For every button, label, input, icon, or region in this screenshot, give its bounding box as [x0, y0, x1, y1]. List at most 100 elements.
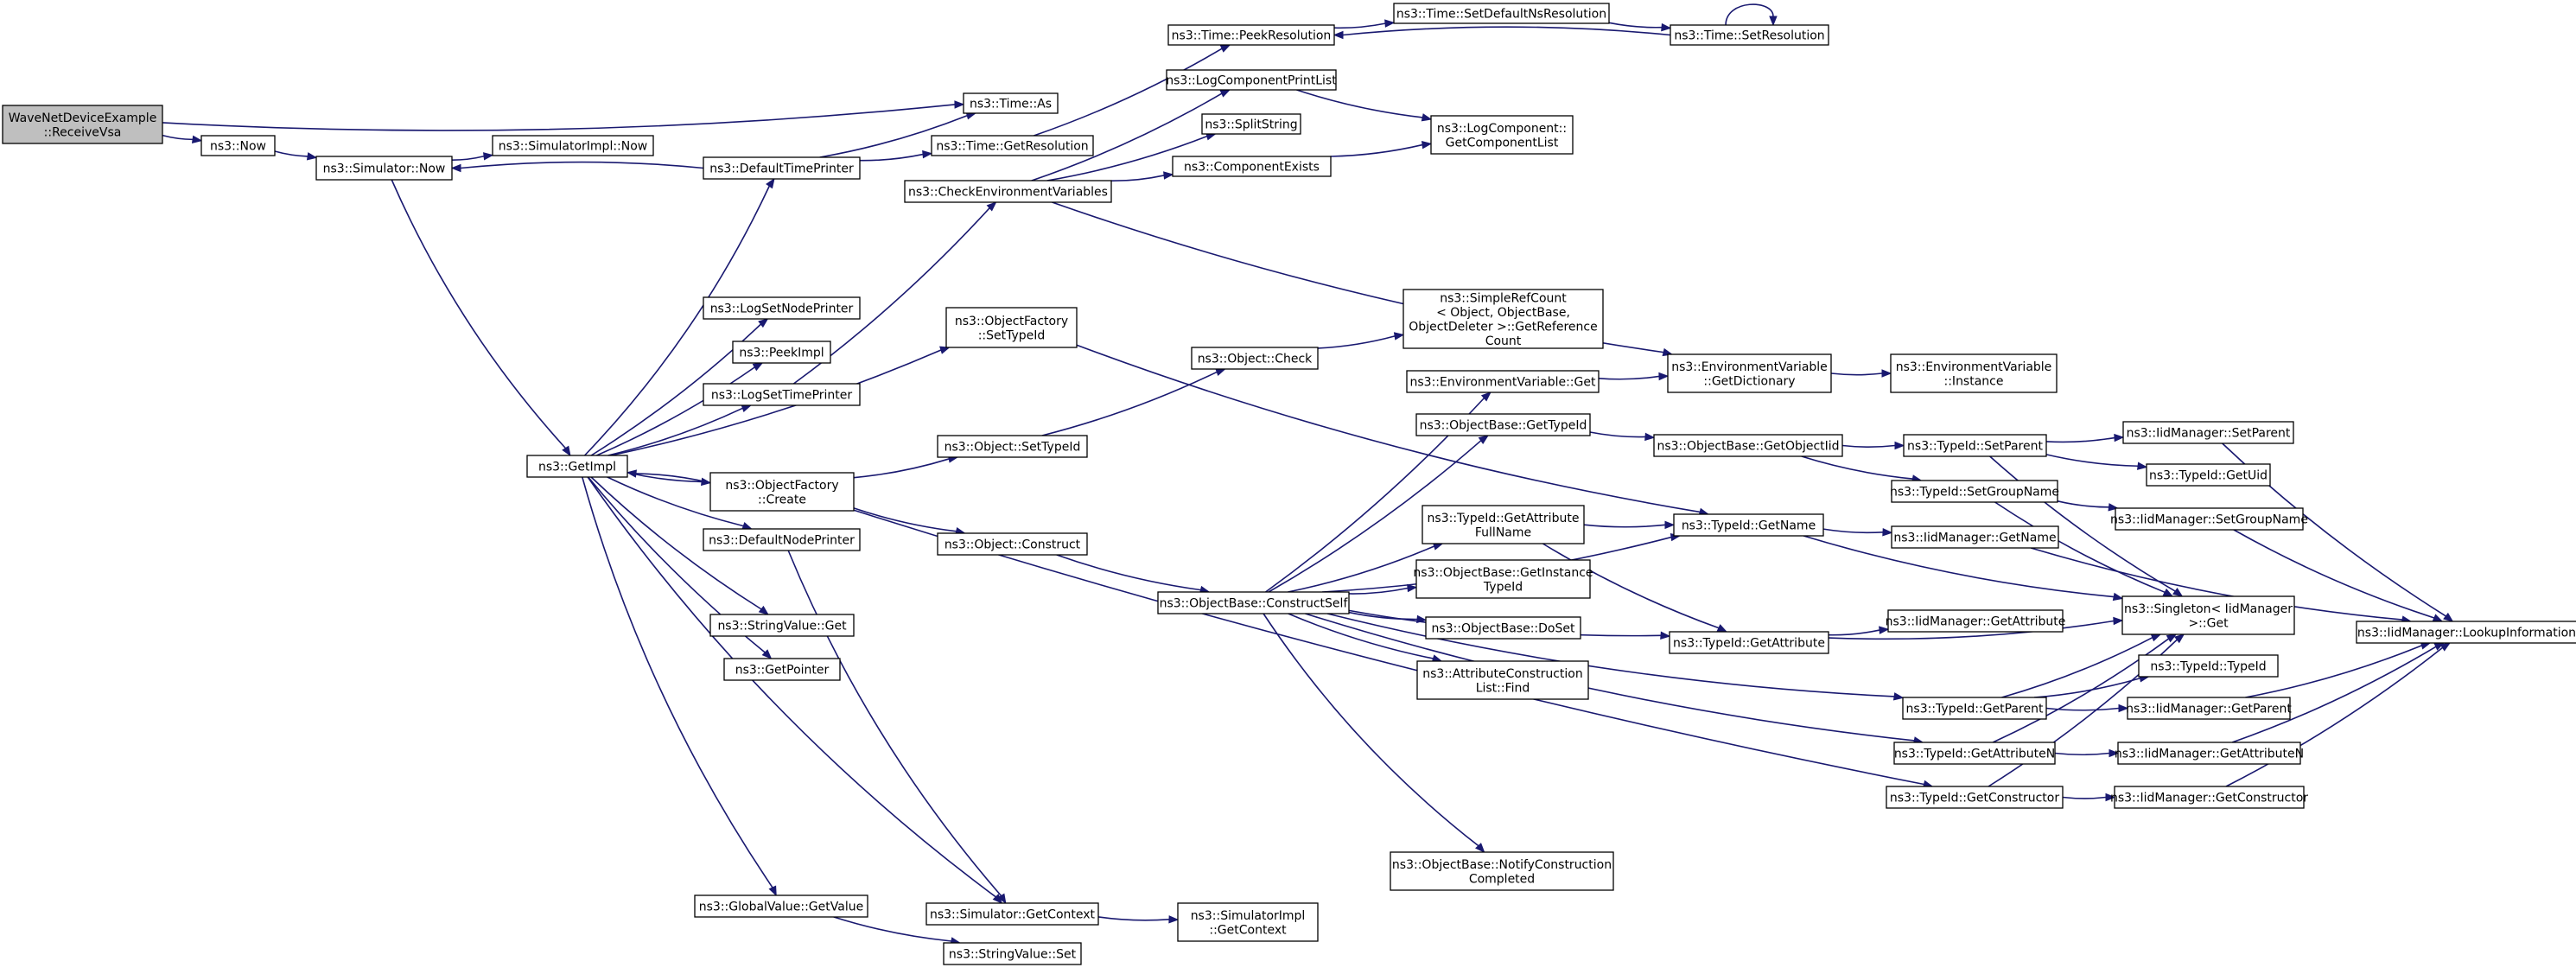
- node-label-line: ns3::Object::Check: [1198, 353, 1313, 366]
- node-label-line: ns3::SimulatorImpl: [1191, 909, 1306, 923]
- node-getres[interactable]: ns3::Time::GetResolution: [931, 135, 1094, 156]
- node-tidsetgroup[interactable]: ns3::TypeId::SetGroupName: [1890, 480, 2059, 503]
- node-defprinter[interactable]: ns3::DefaultTimePrinter: [703, 156, 861, 180]
- node-logsettime[interactable]: ns3::LogSetTimePrinter: [703, 383, 861, 406]
- node-strget[interactable]: ns3::StringValue::Get: [709, 614, 855, 637]
- node-compexists[interactable]: ns3::ComponentExists: [1172, 156, 1332, 177]
- node-timeas[interactable]: ns3::Time::As: [963, 92, 1059, 114]
- node-objsettype[interactable]: ns3::Object::SetTypeId: [937, 435, 1088, 458]
- node-box: [2138, 654, 2279, 678]
- node-peekres[interactable]: ns3::Time::PeekResolution: [1167, 24, 1335, 46]
- node-iidgetparent[interactable]: ns3::IidManager::GetParent: [2126, 697, 2292, 720]
- node-label-line: ns3::TypeId::GetAttribute: [1673, 637, 1825, 651]
- edge-getimpl-to-globalget: [582, 476, 777, 897]
- node-box: [1415, 559, 1591, 599]
- node-tidsetparent[interactable]: ns3::TypeId::SetParent: [1903, 434, 2047, 457]
- node-obgettype[interactable]: ns3::ObjectBase::GetTypeId: [1415, 413, 1591, 436]
- node-tidgetname[interactable]: ns3::TypeId::GetName: [1673, 513, 1824, 537]
- node-tidtypeid[interactable]: ns3::TypeId::TypeId: [2138, 654, 2279, 678]
- node-simnow[interactable]: ns3::Simulator::Now: [315, 156, 453, 181]
- node-objfaccreate[interactable]: ns3::ObjectFactory::Create: [709, 472, 855, 512]
- node-label-line: ns3::GetPointer: [735, 664, 830, 678]
- node-box: [1166, 69, 1337, 91]
- node-objconstruct[interactable]: ns3::Object::Construct: [937, 532, 1088, 556]
- node-tidgetctor[interactable]: ns3::TypeId::GetConstructor: [1886, 786, 2064, 809]
- node-label-line: ns3::TypeId::SetGroupName: [1890, 486, 2059, 500]
- node-iidgetname[interactable]: ns3::IidManager::GetName: [1891, 525, 2059, 549]
- node-strset[interactable]: ns3::StringValue::Set: [943, 942, 1082, 965]
- node-getimpl[interactable]: ns3::GetImpl: [526, 455, 628, 478]
- node-tidgetattr[interactable]: ns3::TypeId::GetAttribute: [1669, 631, 1829, 654]
- node-tidgetuid[interactable]: ns3::TypeId::GetUid: [2146, 463, 2271, 487]
- node-label-line: ns3::PeekImpl: [739, 347, 824, 360]
- node-box: [2115, 507, 2304, 531]
- node-logprintlist[interactable]: ns3::LogComponentPrintList: [1166, 69, 1337, 91]
- node-label-line: ns3::LogComponentPrintList: [1166, 74, 1337, 88]
- edge-objfaccreate-to-objsettype: [853, 455, 959, 479]
- node-setres[interactable]: ns3::Time::SetResolution: [1670, 24, 1829, 46]
- node-label-line: ::GetDictionary: [1703, 374, 1795, 388]
- node-box: [1653, 434, 1843, 457]
- node-iidsetgroup[interactable]: ns3::IidManager::SetGroupName: [2110, 507, 2308, 531]
- edge-envget-to-envdict: [1598, 372, 1670, 381]
- node-label-line: ns3::SimulatorImpl::Now: [499, 140, 648, 154]
- edge-defprinter-to-getres: [859, 150, 933, 162]
- edge-getimpl-to-peekimpl: [596, 362, 764, 456]
- node-iidgetattrn[interactable]: ns3::IidManager::GetAttributeN: [2115, 742, 2304, 765]
- node-obdoset[interactable]: ns3::ObjectBase::DoSet: [1425, 616, 1581, 640]
- edge-tidsetgroup-to-iidsetgroup: [2057, 500, 2119, 512]
- node-singleton[interactable]: ns3::Singleton< IidManager>::Get: [2121, 595, 2295, 635]
- node-simimplnow[interactable]: ns3::SimulatorImpl::Now: [492, 135, 654, 156]
- node-simgetctx[interactable]: ns3::Simulator::GetContext: [925, 902, 1099, 926]
- edge-simnow-to-simimplnow: [451, 152, 494, 161]
- node-envget[interactable]: ns3::EnvironmentVariable::Get: [1406, 370, 1600, 393]
- node-label-line: FullName: [1475, 525, 1531, 539]
- node-lookup[interactable]: ns3::IidManager::LookupInformation: [2356, 621, 2576, 644]
- node-setdefns[interactable]: ns3::Time::SetDefaultNsResolution: [1393, 3, 1610, 24]
- node-simplerefcount[interactable]: ns3::SimpleRefCount< Object, ObjectBase,…: [1402, 289, 1604, 349]
- node-tidgetparent[interactable]: ns3::TypeId::GetParent: [1902, 697, 2047, 720]
- node-envinst[interactable]: ns3::EnvironmentVariable::Instance: [1890, 353, 2058, 393]
- node-logsetnode[interactable]: ns3::LogSetNodePrinter: [703, 296, 861, 320]
- node-obconstructself[interactable]: ns3::ObjectBase::ConstructSelf: [1157, 591, 1350, 614]
- node-iidgetctor[interactable]: ns3::IidManager::GetConstructor: [2110, 786, 2308, 809]
- node-implgetctx[interactable]: ns3::SimulatorImpl::GetContext: [1177, 902, 1319, 942]
- node-notify[interactable]: ns3::ObjectBase::NotifyConstructionCompl…: [1390, 851, 1614, 891]
- node-checkenv[interactable]: ns3::CheckEnvironmentVariables: [904, 180, 1112, 203]
- edge-obconstructself-to-tidgetparent: [1326, 613, 1905, 701]
- edge-simgetctx-to-implgetctx: [1097, 915, 1180, 924]
- node-label-line: WaveNetDeviceExample: [9, 111, 157, 125]
- node-objcheck[interactable]: ns3::Object::Check: [1191, 347, 1319, 370]
- node-label-line: ns3::ObjectFactory: [725, 479, 838, 493]
- node-label-line: ns3::EnvironmentVariable::Get: [1410, 376, 1596, 390]
- node-label-line: ns3::EnvironmentVariable: [1671, 360, 1828, 374]
- node-defnode[interactable]: ns3::DefaultNodePrinter: [703, 528, 861, 551]
- node-iidsetparent[interactable]: ns3::IidManager::SetParent: [2122, 421, 2294, 444]
- node-objfacset[interactable]: ns3::ObjectFactory::SetTypeId: [945, 307, 1078, 348]
- node-label-line: ns3::TypeId::GetUid: [2149, 469, 2268, 483]
- node-obgetobjtid[interactable]: ns3::ObjectBase::GetObjectIid: [1653, 434, 1843, 457]
- node-tidgetattrn[interactable]: ns3::TypeId::GetAttributeN: [1893, 742, 2056, 765]
- node-label-line: ::ReceiveVsa: [44, 125, 122, 139]
- node-iidgetattr[interactable]: ns3::IidManager::GetAttribute: [1886, 609, 2066, 633]
- node-envdict[interactable]: ns3::EnvironmentVariable::GetDictionary: [1667, 353, 1832, 393]
- node-getpointer[interactable]: ns3::GetPointer: [723, 658, 841, 681]
- node-now[interactable]: ns3::Now: [200, 135, 276, 156]
- node-receive[interactable]: WaveNetDeviceExample::ReceiveVsa: [2, 105, 163, 144]
- edge-tidsetparent-to-iidsetparent: [2045, 433, 2125, 443]
- node-label-line: >::Get: [2188, 616, 2229, 630]
- node-label-line: ns3::Time::SetDefaultNsResolution: [1396, 8, 1606, 22]
- node-globalget[interactable]: ns3::GlobalValue::GetValue: [694, 894, 868, 918]
- node-getcomplist[interactable]: ns3::LogComponent::GetComponentList: [1430, 115, 1574, 155]
- node-label-line: < Object, ObjectBase,: [1436, 306, 1570, 320]
- function-nodes: WaveNetDeviceExample::ReceiveVsans3::Now…: [2, 3, 2576, 965]
- node-peekimpl[interactable]: ns3::PeekImpl: [732, 341, 831, 364]
- node-splitstring[interactable]: ns3::SplitString: [1201, 113, 1301, 135]
- edge-setres-to-peekres: [1333, 26, 1671, 40]
- node-label-line: ::SetTypeId: [978, 328, 1046, 342]
- edge-obgettype-to-obgetobjtid: [1589, 431, 1656, 442]
